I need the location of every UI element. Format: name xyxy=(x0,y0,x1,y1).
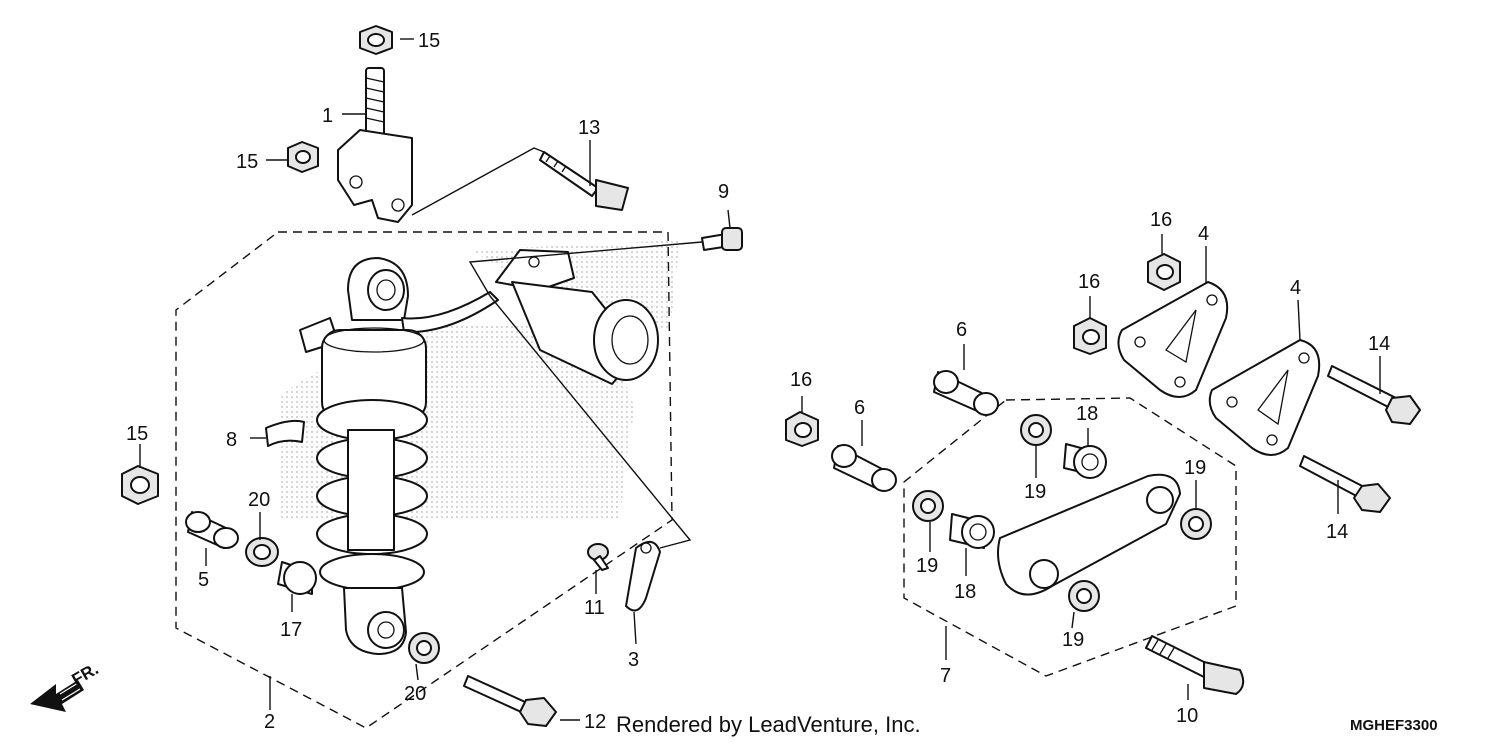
label-8-part xyxy=(265,419,305,447)
diagram-code: MGHEF3300 xyxy=(1350,717,1438,734)
callout-1: 1 xyxy=(322,105,333,127)
reservoir-part xyxy=(495,249,659,385)
callout-6-upper: 6 xyxy=(956,319,967,341)
nut-16-top xyxy=(1147,253,1181,291)
callout-16-top: 16 xyxy=(1150,209,1172,231)
callout-12: 12 xyxy=(584,711,606,733)
bolt-14-upper xyxy=(1327,365,1421,425)
bolt-9-part xyxy=(701,227,743,251)
seal-20-lower xyxy=(408,632,440,664)
callout-14-lower: 14 xyxy=(1326,521,1348,543)
bushing-18-upper xyxy=(1063,443,1107,479)
seal-19-d xyxy=(1068,580,1100,612)
callout-4-rear: 4 xyxy=(1198,223,1209,245)
bolt-11-part xyxy=(587,543,609,571)
callout-19-b: 19 xyxy=(916,555,938,577)
callout-18-upper: 18 xyxy=(1076,403,1098,425)
callout-20-lower: 20 xyxy=(404,683,426,705)
seal-20-upper xyxy=(245,537,279,567)
callout-3: 3 xyxy=(628,649,639,671)
collar-5-part xyxy=(185,511,239,549)
callout-14-upper: 14 xyxy=(1368,333,1390,355)
seal-19-b xyxy=(912,490,944,522)
callout-16-left: 16 xyxy=(790,369,812,391)
nut-15-left xyxy=(287,141,319,173)
plate-4-rear xyxy=(1117,281,1229,398)
callout-16-middle: 16 xyxy=(1078,271,1100,293)
callout-4-front: 4 xyxy=(1290,277,1301,299)
collar-6-lower xyxy=(831,444,897,492)
nut-15-far-left xyxy=(121,465,159,505)
shock-absorber-part xyxy=(299,257,499,655)
nut-16-left xyxy=(785,411,819,447)
bushing-18-lower xyxy=(949,513,995,549)
bolt-14-lower xyxy=(1299,455,1391,513)
callout-8: 8 xyxy=(226,429,237,451)
bolt-10-part xyxy=(1145,635,1245,695)
callout-20-upper: 20 xyxy=(248,489,270,511)
nut-16-middle xyxy=(1073,317,1107,355)
callout-19-d: 19 xyxy=(1062,629,1084,651)
callout-15-top: 15 xyxy=(418,30,440,52)
seal-19-c xyxy=(1180,508,1212,540)
bolt-13-part xyxy=(539,151,629,211)
callout-7: 7 xyxy=(940,665,951,687)
callout-19-c: 19 xyxy=(1184,457,1206,479)
callout-13: 13 xyxy=(578,117,600,139)
callout-2: 2 xyxy=(264,711,275,733)
collar-6-upper xyxy=(933,370,999,416)
front-arrow-icon xyxy=(30,677,84,712)
bolt-12-part xyxy=(463,675,557,727)
shock-group-boundary xyxy=(175,231,673,729)
link-7-part xyxy=(997,473,1181,596)
seal-19-a xyxy=(1020,414,1052,446)
callout-9: 9 xyxy=(718,181,729,203)
callout-11: 11 xyxy=(584,597,605,619)
render-credit: Rendered by LeadVenture, Inc. xyxy=(616,712,921,737)
callout-19-a: 19 xyxy=(1024,481,1046,503)
callout-labels: 15 1 15 13 9 15 8 20 5 17 11 3 20 2 12 1… xyxy=(126,30,1390,733)
leader-lines-right xyxy=(801,234,1381,700)
callout-10: 10 xyxy=(1176,705,1198,727)
clamp-3-part xyxy=(625,541,661,612)
callout-15-far-left: 15 xyxy=(126,423,148,445)
callout-15-left: 15 xyxy=(236,151,258,173)
callout-18-lower: 18 xyxy=(954,581,976,603)
nut-15-top xyxy=(359,25,393,55)
bushing-17-part xyxy=(277,561,317,595)
upper-mount-part xyxy=(337,67,413,223)
callout-5: 5 xyxy=(198,569,209,591)
callout-17: 17 xyxy=(280,619,302,641)
leader-lines-left xyxy=(139,38,731,721)
plate-4-front xyxy=(1208,339,1321,456)
callout-6-lower: 6 xyxy=(854,397,865,419)
